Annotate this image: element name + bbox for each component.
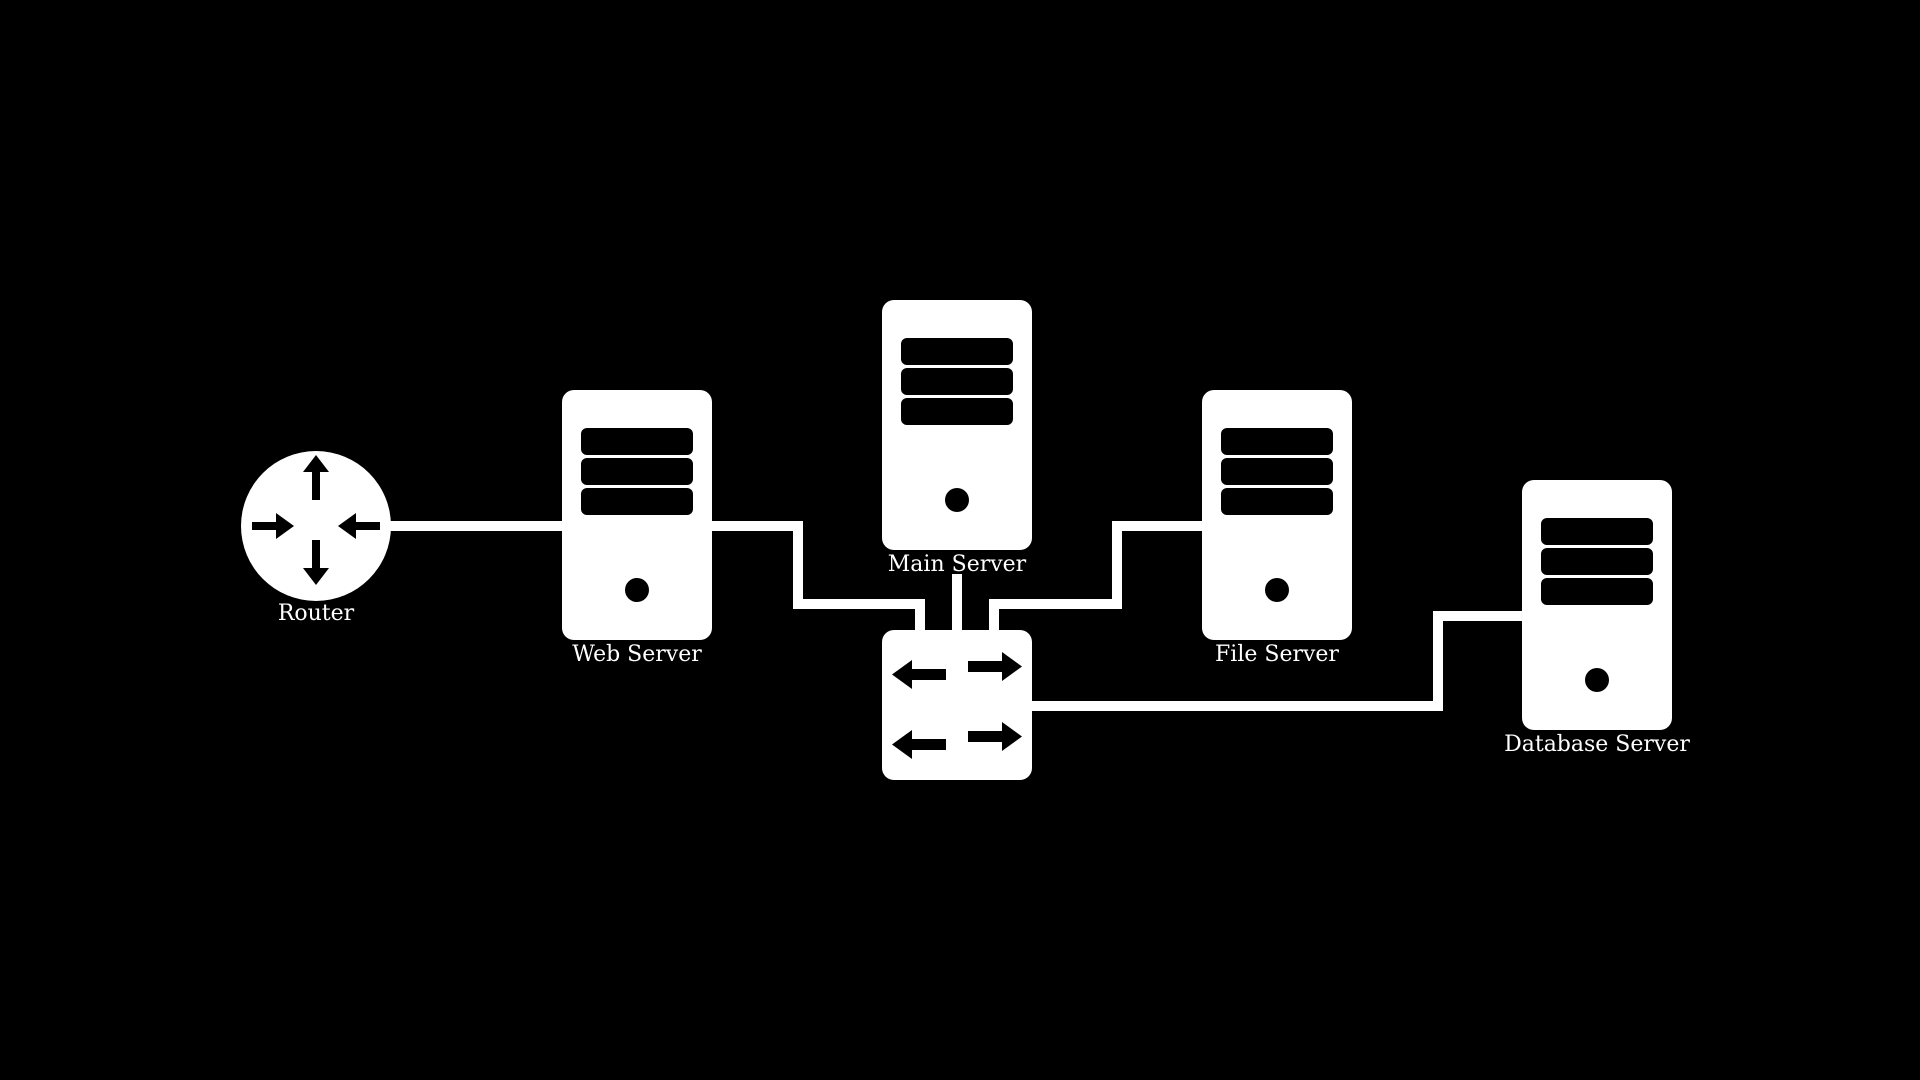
- file-server-label: File Server: [1215, 642, 1339, 667]
- main-server-label: Main Server: [888, 552, 1027, 577]
- server-tower-icon: [882, 300, 1032, 550]
- main-server-node[interactable]: Main Server: [882, 300, 1032, 577]
- router-label: Router: [278, 601, 355, 626]
- server-tower-icon: [1202, 390, 1352, 640]
- connections: [390, 521, 1522, 711]
- connection-web-server-switch: [712, 521, 925, 632]
- web-server-node[interactable]: Web Server: [562, 390, 712, 667]
- router-icon: [241, 451, 391, 601]
- connection-file-server-switch: [989, 521, 1202, 632]
- file-server-node[interactable]: File Server: [1202, 390, 1352, 667]
- database-server-label: Database Server: [1504, 732, 1690, 757]
- server-tower-icon: [1522, 480, 1672, 730]
- switch-node[interactable]: [882, 630, 1032, 780]
- database-server-node[interactable]: Database Server: [1504, 480, 1690, 757]
- network-switch-icon: [882, 630, 1032, 780]
- web-server-label: Web Server: [572, 642, 702, 667]
- server-tower-icon: [562, 390, 712, 640]
- router-node[interactable]: Router: [241, 451, 391, 626]
- connection-switch-database-server: [1032, 611, 1522, 711]
